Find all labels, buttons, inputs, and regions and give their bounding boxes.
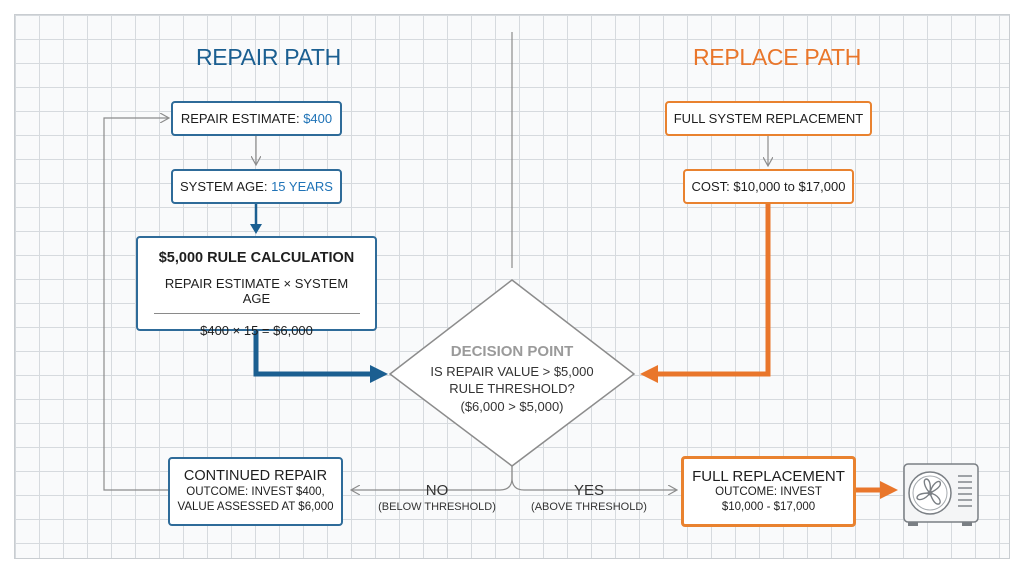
arrow-calc-to-decision xyxy=(253,330,372,377)
yes-label: YES xyxy=(573,482,604,499)
replacement-cost-label: COST: $10,000 to $17,000 xyxy=(691,179,846,194)
rule-calculation-box: $5,000 RULE CALCULATION REPAIR ESTIMATE … xyxy=(136,236,377,338)
replacement-cost-box: COST: $10,000 to $17,000 xyxy=(683,169,854,204)
full-system-replacement-box: FULL SYSTEM REPLACEMENT xyxy=(665,101,872,136)
calc-result: $400 × 15 = $6,000 xyxy=(200,323,313,338)
decision-line-3: ($6,000 > $5,000) xyxy=(460,399,564,414)
repair-estimate-label: REPAIR ESTIMATE: xyxy=(180,111,300,126)
yes-sublabel: (ABOVE THRESHOLD) xyxy=(531,501,647,513)
full-replacement-line-2: $10,000 - $17,000 xyxy=(721,500,816,513)
decision-title: DECISION POINT xyxy=(450,343,574,360)
calc-formula: REPAIR ESTIMATE × SYSTEM AGE xyxy=(153,276,360,314)
full-replacement-box: FULL REPLACEMENT OUTCOME: INVEST $10,000… xyxy=(681,456,856,527)
system-age-value: 15 YEARS xyxy=(271,179,333,194)
repair-estimate-box: REPAIR ESTIMATE: $400 xyxy=(171,101,342,136)
no-label: NO xyxy=(425,482,449,499)
decision-line-2: RULE THRESHOLD? xyxy=(449,381,575,396)
system-age-box: SYSTEM AGE: 15 YEARS xyxy=(171,169,342,204)
no-branch-label: NO (BELOW THRESHOLD) xyxy=(372,482,502,513)
continued-repair-title: CONTINUED REPAIR xyxy=(183,467,328,484)
continued-repair-line-2: VALUE ASSESSED AT $6,000 xyxy=(177,500,334,513)
arrow-yes xyxy=(511,466,676,490)
calc-title: $5,000 RULE CALCULATION xyxy=(158,250,355,266)
full-system-label: FULL SYSTEM REPLACEMENT xyxy=(673,111,864,126)
no-sublabel: (BELOW THRESHOLD) xyxy=(378,501,496,513)
repair-path-title: REPAIR PATH xyxy=(196,44,341,70)
arrow-cost-to-decision xyxy=(656,203,771,377)
arrow-loop-back xyxy=(103,118,168,491)
ac-unit-icon xyxy=(903,463,979,526)
yes-branch-label: YES (ABOVE THRESHOLD) xyxy=(524,482,654,513)
repair-estimate-value: $400 xyxy=(303,111,333,126)
system-age-label: SYSTEM AGE: xyxy=(180,179,268,194)
continued-repair-box: CONTINUED REPAIR OUTCOME: INVEST $400, V… xyxy=(168,457,343,526)
continued-repair-line-1: OUTCOME: INVEST $400, xyxy=(186,485,325,498)
decision-line-1: IS REPAIR VALUE > $5,000 xyxy=(430,364,594,379)
replace-path-title: REPLACE PATH xyxy=(693,44,862,70)
full-replacement-title: FULL REPLACEMENT xyxy=(692,467,845,485)
full-replacement-line-1: OUTCOME: INVEST xyxy=(715,485,822,498)
